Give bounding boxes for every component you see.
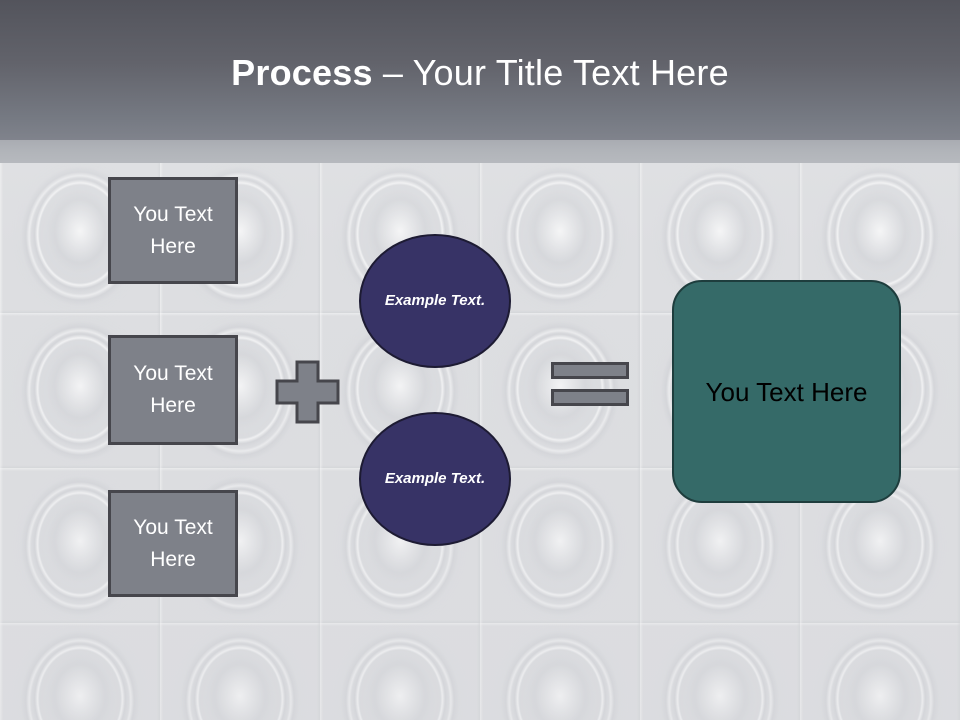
- equals-icon: [551, 362, 629, 407]
- result-box-label: You Text Here: [705, 376, 868, 407]
- page-title-strong: Process: [231, 52, 373, 93]
- input-box-2[interactable]: You Text Here: [108, 335, 238, 445]
- input-box-1-label: You Text Here: [133, 202, 213, 258]
- input-box-1[interactable]: You Text Here: [108, 177, 238, 284]
- equals-bar-top: [551, 362, 629, 379]
- title-banner: [0, 0, 960, 140]
- factor-circle-2-label: Example Text.: [384, 470, 486, 487]
- title-banner-underline: [0, 140, 960, 163]
- result-box[interactable]: You Text Here: [672, 280, 901, 503]
- input-box-3[interactable]: You Text Here: [108, 490, 238, 597]
- factor-circle-2[interactable]: Example Text.: [359, 412, 511, 546]
- page-title-rest: – Your Title Text Here: [372, 52, 729, 93]
- input-box-2-label: You Text Here: [133, 362, 213, 417]
- factor-circle-1-label: Example Text.: [384, 292, 486, 309]
- page-title: Process – Your Title Text Here: [0, 51, 960, 95]
- plus-icon: [275, 360, 340, 424]
- factor-circle-1[interactable]: Example Text.: [359, 234, 511, 368]
- equals-bar-bottom: [551, 389, 629, 406]
- input-box-3-label: You Text Here: [133, 515, 213, 571]
